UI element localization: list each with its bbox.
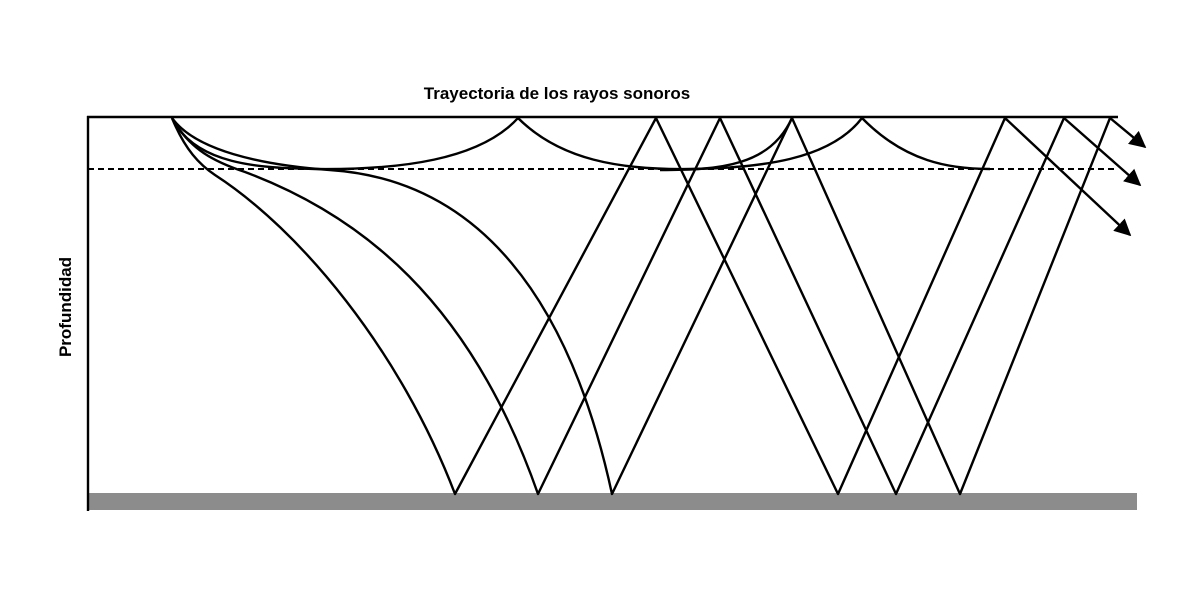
deep-ray-1	[170, 116, 1132, 496]
deep-ray-3	[171, 116, 1147, 496]
diagram-title: Trayectoria de los rayos sonoros	[423, 84, 691, 103]
seabed-band	[88, 493, 1137, 510]
deep-ray-2	[170, 116, 1142, 496]
surface-duct-ray	[170, 116, 991, 171]
